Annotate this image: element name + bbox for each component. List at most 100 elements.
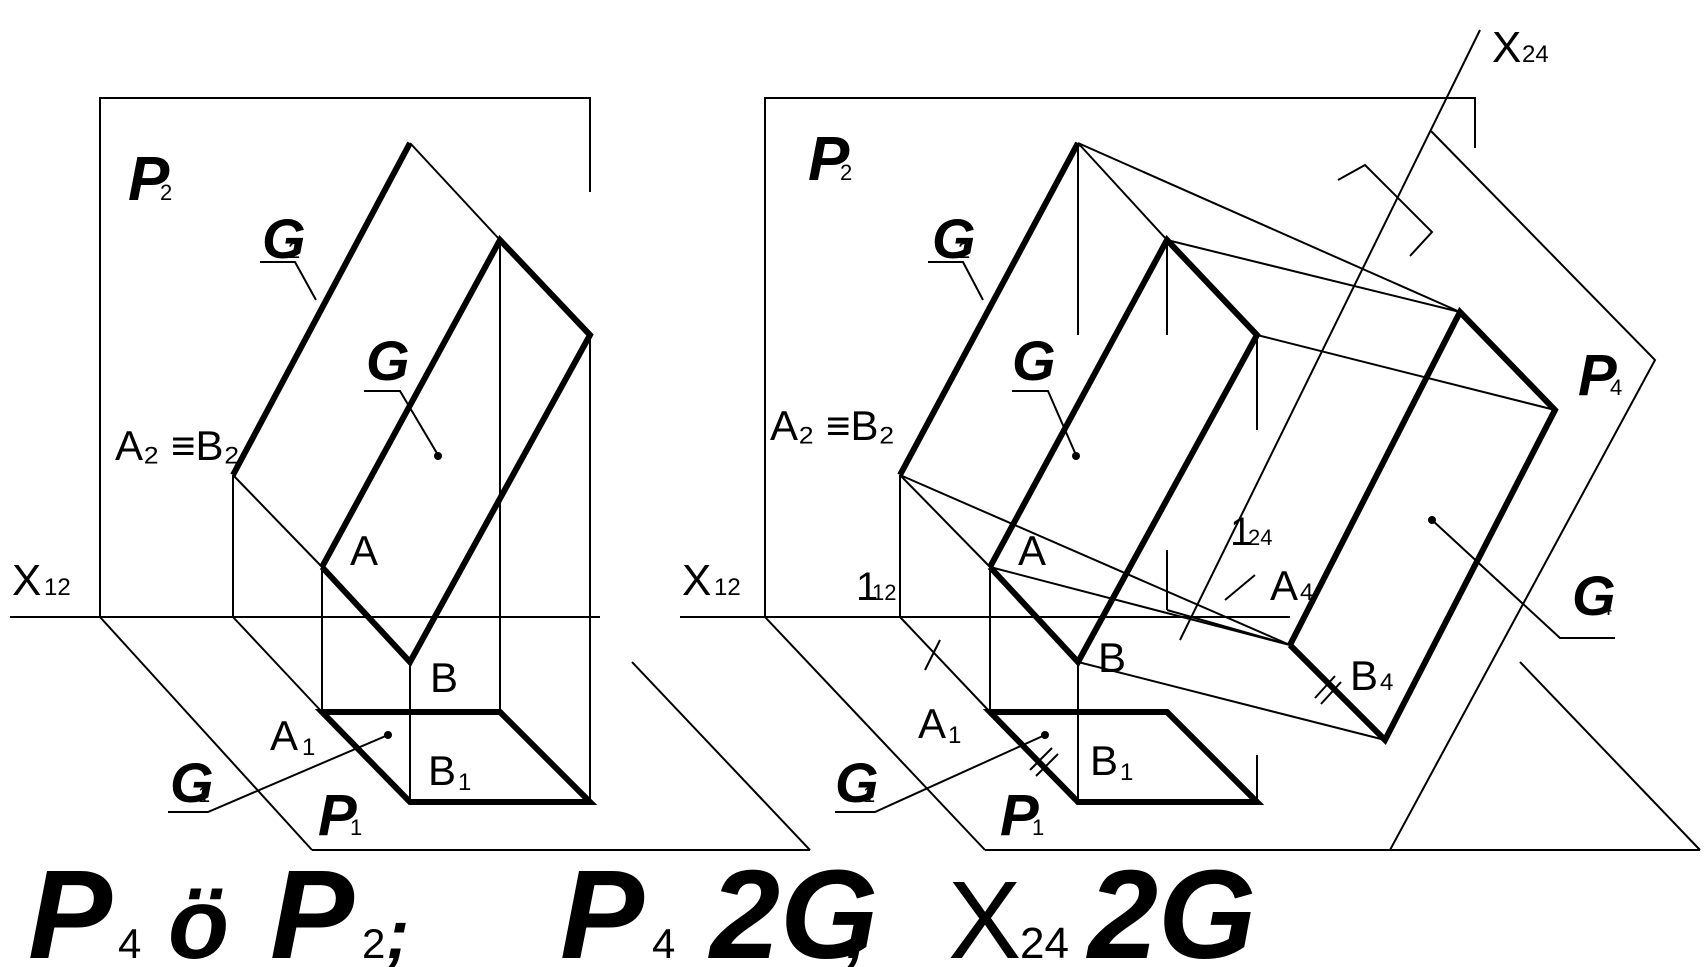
right-p4-sub: 4 bbox=[1610, 375, 1622, 400]
right-g2-sub: 2 bbox=[958, 238, 970, 263]
right-x12-label: X bbox=[682, 556, 711, 605]
right-x12-sub: 12 bbox=[714, 574, 741, 601]
right-g1-label: G bbox=[835, 751, 879, 814]
right-a-label: A bbox=[1018, 527, 1046, 574]
right-labels: P 2 X 24 G 2 G A₂ ≡B₂ A B X 12 1 12 1 24… bbox=[682, 23, 1622, 848]
left-p2-sub: 2 bbox=[160, 180, 172, 205]
left-g-point bbox=[434, 452, 442, 460]
right-h-link bbox=[899, 616, 991, 713]
left-p1-sub: 1 bbox=[350, 815, 362, 840]
left-diagram bbox=[10, 97, 811, 851]
formula-perp: ö bbox=[168, 868, 229, 967]
right-x24-axis bbox=[1179, 29, 1481, 641]
formula-p4: P bbox=[28, 844, 113, 967]
right-tick-b1-1 bbox=[1029, 747, 1053, 771]
right-p1-label: P bbox=[1000, 783, 1039, 848]
right-g-leader bbox=[1012, 390, 1077, 456]
formula-sep2: ; bbox=[845, 895, 868, 967]
right-b4-label: B bbox=[1350, 652, 1378, 699]
right-b-label: B bbox=[1098, 634, 1126, 681]
left-p1-label: P bbox=[318, 783, 357, 848]
right-ray-6 bbox=[1077, 661, 1386, 741]
right-g4-sub: 4 bbox=[1600, 595, 1612, 620]
right-lower-edge bbox=[899, 474, 991, 568]
right-a1-sub: 1 bbox=[948, 722, 961, 749]
right-g1-leader bbox=[835, 734, 1046, 813]
right-tick-b4-1 bbox=[1314, 675, 1336, 699]
right-g-point bbox=[1072, 452, 1080, 460]
right-g1-sub: 1 bbox=[863, 782, 875, 807]
right-1-12-label: 1 bbox=[856, 565, 878, 609]
right-h-plane-edge bbox=[764, 616, 986, 851]
right-1-24-label: 1 bbox=[1230, 510, 1252, 554]
right-top-edge bbox=[1077, 142, 1168, 241]
right-p1-sub: 1 bbox=[1032, 815, 1044, 840]
right-ray-7 bbox=[1166, 609, 1291, 646]
right-face-p4 bbox=[1287, 306, 1559, 746]
left-x12-sub: 12 bbox=[44, 574, 71, 601]
right-g1-point bbox=[1041, 731, 1049, 739]
left-g1-sub: 1 bbox=[198, 782, 210, 807]
left-b-label: B bbox=[430, 654, 458, 701]
right-g4-leader bbox=[1431, 519, 1615, 639]
right-1-24-sub: 24 bbox=[1248, 525, 1272, 550]
left-g-leader bbox=[364, 390, 439, 456]
right-a4-sub: 4 bbox=[1300, 579, 1313, 606]
left-g2-sub: 2 bbox=[288, 238, 300, 263]
left-g2-label: G bbox=[262, 207, 306, 270]
right-tick-b4-2 bbox=[1320, 681, 1342, 705]
right-g-label: G bbox=[1012, 329, 1056, 392]
right-g2-leader bbox=[928, 261, 984, 301]
right-a1-label: A bbox=[918, 700, 946, 747]
right-b4-sub: 4 bbox=[1380, 669, 1393, 696]
right-ray-4 bbox=[899, 474, 1291, 646]
left-lower-edge bbox=[232, 474, 323, 568]
formula-p4b-sub: 4 bbox=[652, 920, 675, 967]
left-b1-label: B bbox=[428, 747, 456, 794]
left-top-edge bbox=[409, 142, 501, 241]
formula-p4-sub: 4 bbox=[118, 920, 141, 967]
left-top-view bbox=[314, 709, 598, 805]
left-a2b2-label: A₂ ≡B₂ bbox=[115, 422, 240, 469]
formula-p2: P bbox=[270, 844, 355, 967]
right-ray-3 bbox=[1256, 334, 1556, 411]
left-g2-leader bbox=[260, 261, 317, 301]
left-x12-label: X bbox=[12, 556, 41, 605]
right-h-plane-right bbox=[1519, 661, 1701, 851]
right-edge-g2 bbox=[897, 141, 1081, 477]
left-g1-point bbox=[384, 731, 392, 739]
right-b1-sub: 1 bbox=[1120, 759, 1133, 786]
left-g-label: G bbox=[366, 329, 410, 392]
bottom-formula: P 4 ö P 2 ; P 4 2G ; X 24 2G bbox=[28, 844, 1256, 967]
formula-p2-sub: 2 bbox=[362, 920, 385, 967]
left-g1-leader bbox=[168, 734, 389, 813]
right-ray-2 bbox=[1166, 239, 1461, 313]
left-p2-label: P bbox=[128, 145, 170, 214]
left-a-label: A bbox=[350, 527, 378, 574]
right-x24-label: X bbox=[1492, 23, 1521, 72]
right-p2-sub: 2 bbox=[840, 160, 852, 185]
formula-x24-sub: 24 bbox=[1020, 919, 1069, 967]
formula-sep1: ; bbox=[386, 895, 409, 967]
formula-2g: 2G bbox=[708, 844, 878, 967]
right-a4-label: A bbox=[1270, 562, 1298, 609]
formula-2g-b: 2G bbox=[1086, 844, 1256, 967]
left-h-link bbox=[232, 616, 323, 713]
right-p2-label: P bbox=[808, 125, 850, 194]
right-a2b2-label: A₂ ≡B₂ bbox=[770, 402, 895, 449]
left-face-g bbox=[319, 234, 594, 668]
right-g4-label: G bbox=[1572, 564, 1616, 627]
right-angle-mark bbox=[1337, 163, 1434, 257]
formula-x24: X bbox=[948, 859, 1021, 967]
right-top-view bbox=[982, 709, 1265, 805]
right-p2-frame bbox=[764, 97, 1476, 617]
right-p4-frame bbox=[1389, 129, 1657, 851]
left-h-plane-edge bbox=[99, 616, 313, 851]
right-b1-label: B bbox=[1090, 737, 1118, 784]
right-x24-sub: 24 bbox=[1522, 41, 1549, 68]
right-g4-point bbox=[1428, 516, 1436, 524]
left-edge-g2 bbox=[230, 141, 413, 477]
left-h-plane-right bbox=[631, 661, 811, 851]
right-tick-a4 bbox=[1224, 574, 1256, 601]
